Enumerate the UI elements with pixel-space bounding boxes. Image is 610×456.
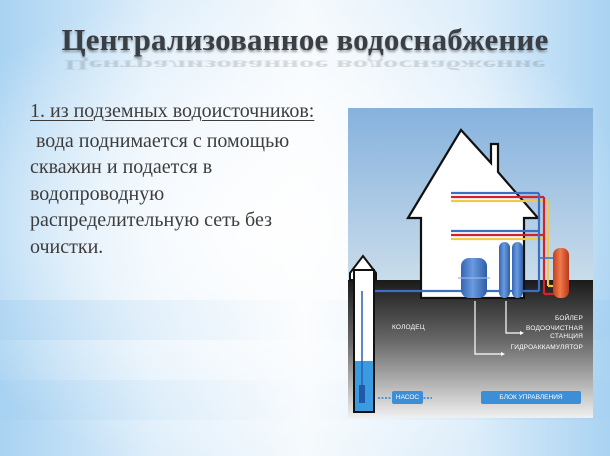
body-line: скважин и подается в [30,156,213,178]
title-reflection: Централизованное водоснабжение [64,57,546,74]
label-treatment-station-2: СТАНЦИЯ [550,333,583,340]
label-boiler: БОЙЛЕР [554,315,583,322]
label-well: КОЛОДЕЦ [392,324,425,331]
body-line: очистки. [30,235,104,258]
water-supply-diagram: КОЛОДЕЦ БОЙЛЕР ВОДООЧИСТНАЯ СТАНЦИЯ ГИДР… [348,108,593,418]
label-control-unit: БЛОК УПРАВЛЕНИЯ [481,391,581,404]
body-line: водопроводную [30,182,165,205]
slide-text: 1. из подземных водоисточников: вода под… [30,98,340,260]
page-title: Централизованное водоснабжение [61,22,549,57]
house-water-system-illustration [348,108,593,418]
label-treatment-station-1: ВОДООЧИСТНАЯ [526,325,583,332]
body-line: распределительную сеть без [30,209,272,231]
label-pump: НАСОС [392,391,423,404]
label-accumulator: ГИДРОАККАМУЛЯТОР [510,344,583,351]
section-heading: 1. из подземных водоисточников: [30,100,315,122]
body-line: вода поднимается с помощью [36,129,290,152]
